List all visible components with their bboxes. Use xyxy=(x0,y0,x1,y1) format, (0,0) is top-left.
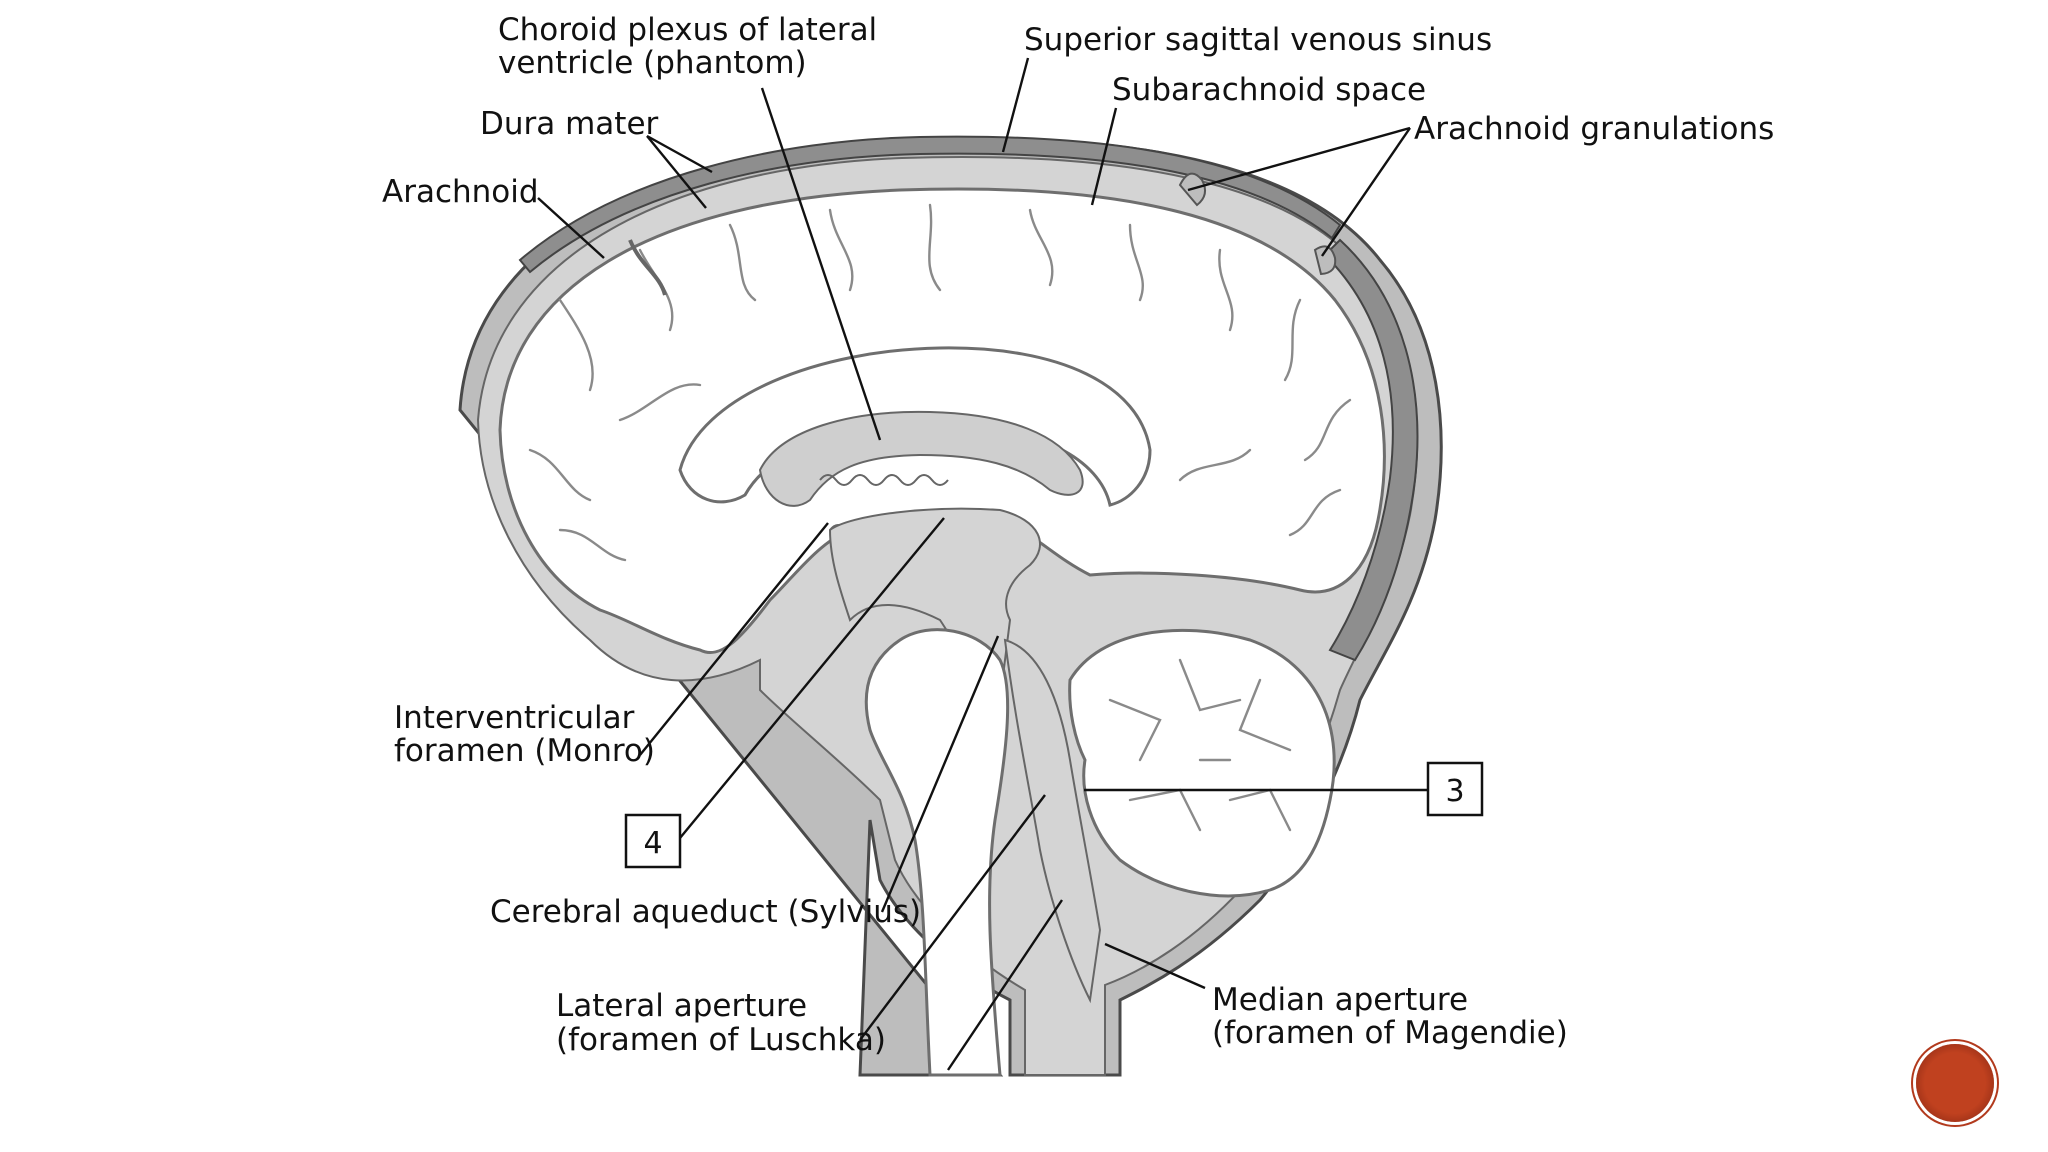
label-dura-mater: Dura mater xyxy=(480,106,659,142)
labels: Choroid plexus of lateral ventricle (pha… xyxy=(382,12,1774,1058)
lateral-ventricle xyxy=(758,410,1084,507)
arachnoid-granulation-2 xyxy=(1313,245,1337,276)
choroid-plexus xyxy=(819,474,949,486)
label-median-aperture-line1: Median aperture xyxy=(1212,982,1468,1018)
label-lateral-aperture-line2: (foramen of Luschka) xyxy=(556,1022,886,1058)
label-median-aperture-line2: (foramen of Magendie) xyxy=(1212,1015,1568,1051)
label-cerebral-aqueduct: Cerebral aqueduct (Sylvius) xyxy=(490,894,921,930)
label-arachnoid-granulations: Arachnoid granulations xyxy=(1414,111,1774,147)
callout-number-3: 3 xyxy=(1445,774,1464,809)
arachnoid-trabecula xyxy=(628,239,667,296)
cerebellum xyxy=(1068,628,1336,898)
slide-nav-button[interactable] xyxy=(1916,1044,1994,1122)
fourth-ventricle xyxy=(1003,638,1102,1004)
label-lateral-aperture-line1: Lateral aperture xyxy=(556,988,807,1024)
label-superior-sagittal-sinus: Superior sagittal venous sinus xyxy=(1024,22,1492,58)
label-subarachnoid-space: Subarachnoid space xyxy=(1112,72,1426,108)
label-arachnoid: Arachnoid xyxy=(382,174,539,210)
superior-sagittal-sinus-band xyxy=(518,135,1342,274)
label-choroid-plexus-line1: Choroid plexus of lateral xyxy=(498,12,877,48)
cerebellar-folia xyxy=(1108,658,1292,832)
posterior-sinus-band xyxy=(1323,238,1419,662)
brainstem xyxy=(864,628,1010,1077)
callout-box-3: 3 xyxy=(1426,761,1484,817)
sulci xyxy=(528,203,1352,562)
label-interventricular-line2: foramen (Monro) xyxy=(394,733,655,769)
callout-box-4: 4 xyxy=(624,813,682,869)
label-interventricular-line1: Interventricular xyxy=(394,700,635,736)
label-choroid-plexus-line2: ventricle (phantom) xyxy=(498,45,807,81)
leader-lines xyxy=(537,57,1428,1071)
brain-illustration xyxy=(458,135,1443,1077)
callout-number-4: 4 xyxy=(643,826,662,861)
